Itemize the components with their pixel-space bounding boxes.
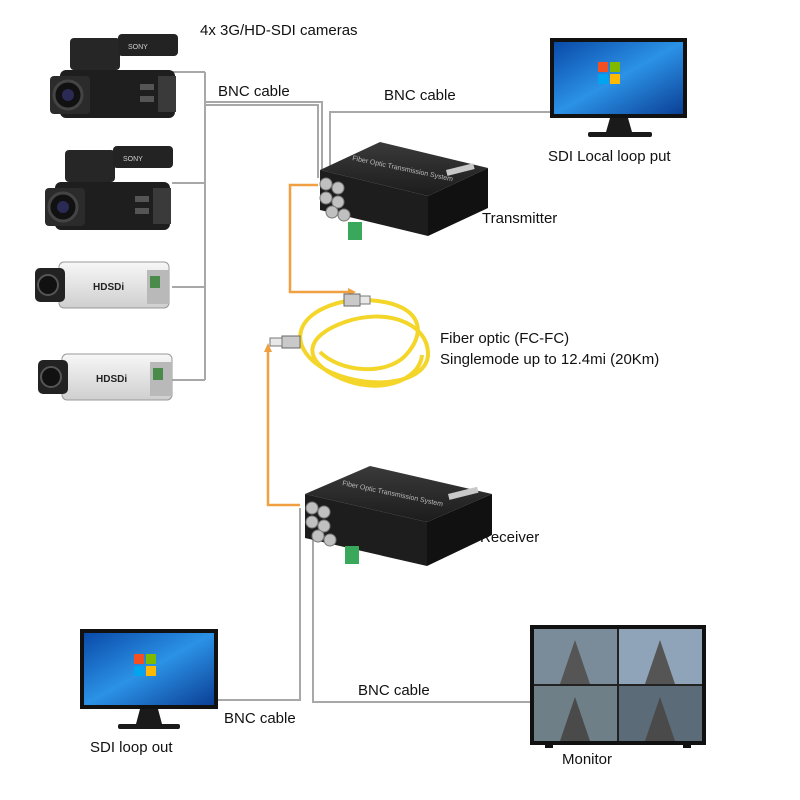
bnc-cable-network	[172, 71, 550, 703]
fc-connector-bottom	[269, 335, 301, 349]
sdi-loop-out-label: SDI loop out	[90, 739, 173, 756]
fiber-route	[264, 183, 356, 507]
transmitter-label: Transmitter	[482, 210, 558, 227]
svg-text:SONY: SONY	[123, 156, 143, 163]
receiver-device: Fiber Optic Transmission System	[305, 466, 492, 566]
box-camera-2: HDSDi	[38, 353, 173, 401]
svg-text:HDSDi: HDSDi	[96, 374, 127, 385]
camcorder-2: SONY	[45, 146, 173, 230]
box-camera-1: HDSDi	[35, 261, 170, 309]
fiber-patch-cord	[298, 298, 431, 388]
fc-connector-top	[343, 293, 371, 307]
loop-out-monitor	[80, 629, 218, 729]
local-loop-monitor	[550, 38, 687, 137]
monitor-label: Monitor	[562, 751, 613, 768]
fiber-label-line1: Fiber optic (FC-FC)	[440, 330, 570, 347]
svg-text:HDSDi: HDSDi	[93, 282, 124, 293]
bnc-cable-label-4: BNC cable	[224, 710, 296, 727]
fiber-label-line2: Singlemode up to 12.4mi (20Km)	[440, 351, 660, 368]
multiview-monitor	[530, 625, 706, 748]
bnc-cable-label-1: BNC cable	[218, 83, 290, 100]
camcorder-1: SONY	[50, 34, 178, 118]
bnc-cable-label-2: BNC cable	[384, 87, 456, 104]
receiver-label: Receiver	[480, 529, 540, 546]
sdi-local-loop-label: SDI Local loop put	[548, 148, 671, 165]
bnc-cable-label-3: BNC cable	[358, 682, 430, 699]
svg-text:SONY: SONY	[128, 44, 148, 51]
transmitter-device: Fiber Optic Transmission System	[319, 142, 488, 240]
cameras-label: 4x 3G/HD-SDI cameras	[200, 22, 358, 39]
